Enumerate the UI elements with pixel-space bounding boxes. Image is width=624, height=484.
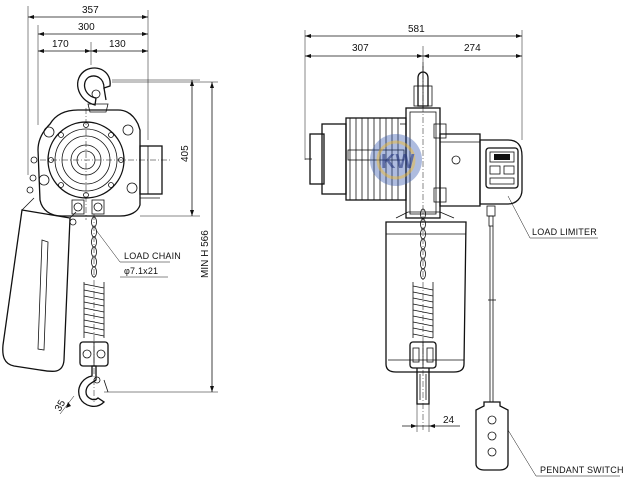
dimension-front-split: 307 274 bbox=[305, 43, 522, 70]
control-box[interactable] bbox=[485, 147, 519, 189]
pendant-switch-label: PENDANT SWITCH bbox=[540, 465, 624, 475]
dim-357-label: 357 bbox=[82, 5, 99, 16]
dim-566-label: MIN H 566 bbox=[200, 230, 211, 278]
dimension-overall-width: 357 bbox=[27, 5, 149, 175]
dim-170-label: 170 bbox=[52, 39, 69, 50]
side-body bbox=[26, 108, 170, 220]
pendant-cable bbox=[486, 205, 496, 402]
chain-bag bbox=[2, 197, 77, 373]
load-chain-callout: LOAD CHAIN φ7.1x21 bbox=[95, 229, 181, 278]
load-limiter-label: LOAD LIMITER bbox=[532, 227, 597, 237]
kw-watermark-logo: KW bbox=[370, 134, 422, 186]
dim-130-label: 130 bbox=[109, 39, 126, 50]
pendant-down-button[interactable] bbox=[487, 431, 497, 441]
chain-bucket bbox=[385, 211, 467, 373]
dim-24-label: 24 bbox=[443, 415, 455, 426]
dim-300-label: 300 bbox=[78, 22, 95, 33]
dimension-hook-throat: 35 bbox=[53, 395, 75, 415]
pendant-up-button[interactable] bbox=[487, 415, 497, 425]
dimension-front-overall: 581 bbox=[304, 24, 523, 160]
bottom-hook-block bbox=[78, 341, 109, 408]
dimension-headroom: MIN H 566 bbox=[104, 81, 218, 393]
dim-405-label: 405 bbox=[180, 145, 191, 162]
front-top-hook bbox=[413, 62, 433, 430]
dimension-hook-width: 24 bbox=[402, 404, 460, 432]
dimension-frame-width: 300 bbox=[37, 22, 148, 125]
watermark-text: KW bbox=[381, 151, 414, 173]
load-limiter-callout: LOAD LIMITER bbox=[507, 195, 598, 239]
dimension-body-height: 405 bbox=[112, 79, 200, 217]
front-load-chain bbox=[412, 208, 434, 339]
front-motor bbox=[305, 117, 407, 201]
pendant-stop-button[interactable] bbox=[487, 447, 497, 457]
load-chain-title: LOAD CHAIN bbox=[124, 251, 181, 261]
dim-307-label: 307 bbox=[352, 43, 369, 54]
dim-581-label: 581 bbox=[408, 24, 425, 35]
dimension-split: 170 130 bbox=[38, 39, 148, 65]
side-view: 357 300 170 130 bbox=[2, 5, 218, 415]
pendant-switch-callout: PENDANT SWITCH bbox=[507, 429, 624, 477]
dim-274-label: 274 bbox=[464, 43, 481, 54]
front-gearbox bbox=[439, 133, 523, 207]
front-hook-block bbox=[409, 341, 437, 405]
dim-35-label: 35 bbox=[53, 398, 68, 414]
pendant-switch[interactable] bbox=[475, 401, 509, 471]
front-view: 581 307 274 bbox=[304, 24, 624, 477]
top-hook bbox=[77, 67, 111, 113]
load-chain-spec: φ7.1x21 bbox=[124, 266, 158, 276]
load-chain bbox=[83, 214, 105, 402]
